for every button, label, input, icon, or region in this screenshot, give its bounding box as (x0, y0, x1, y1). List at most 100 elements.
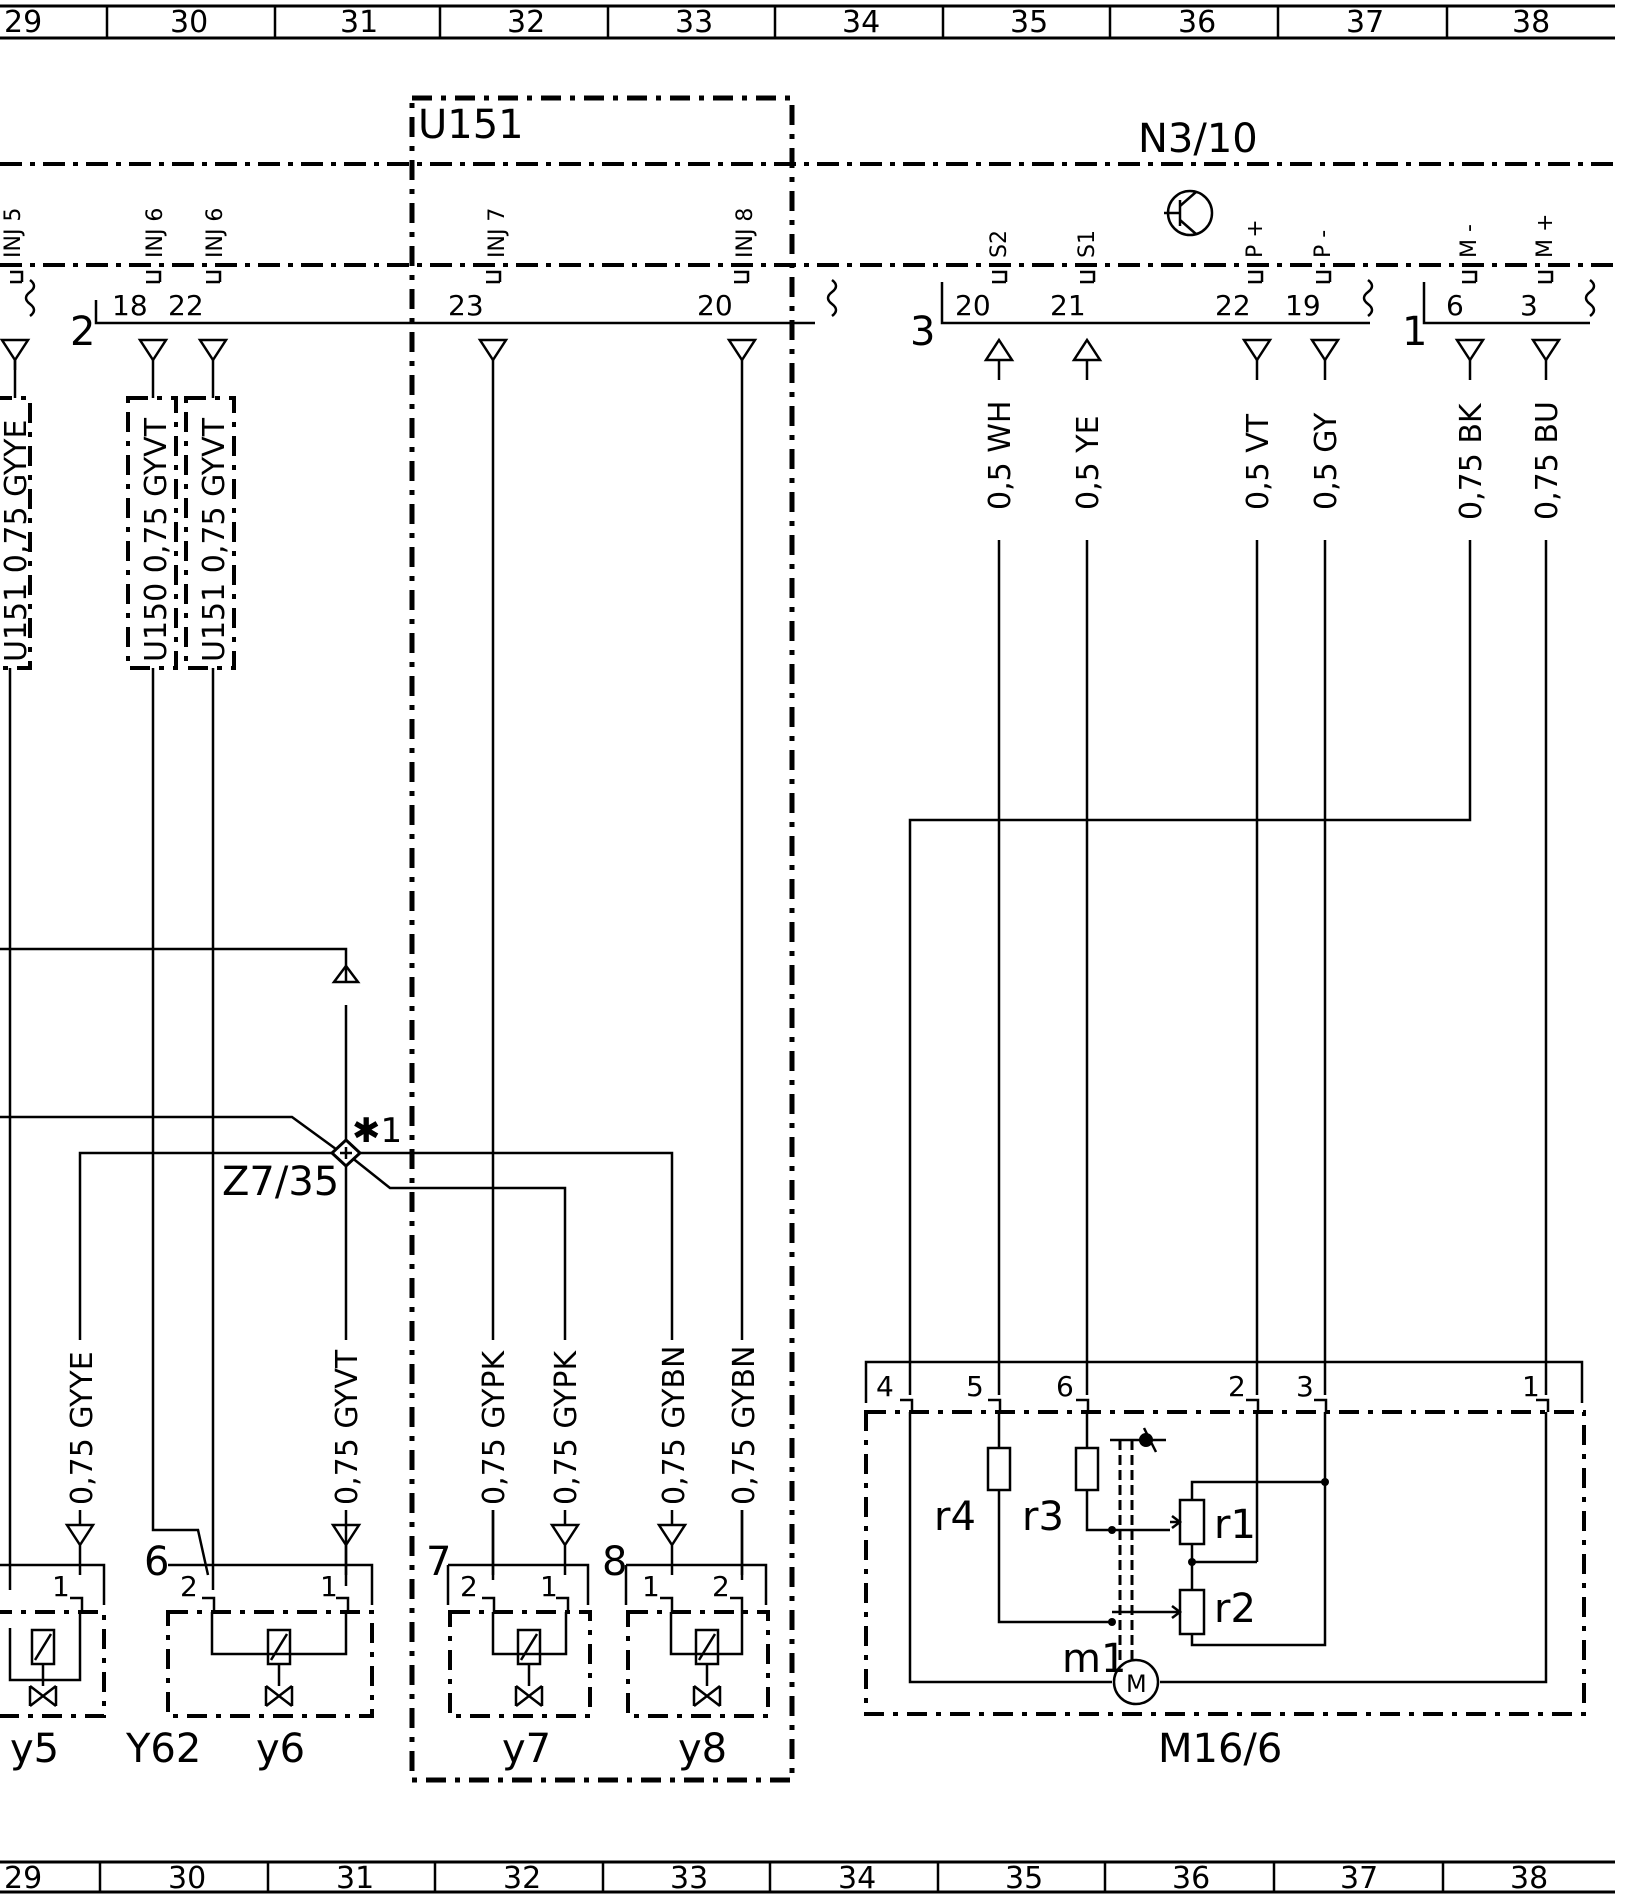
injector-y6: 6 2 1 Y62 y6 (125, 1539, 374, 1772)
upper-wire-labels: 0,5 WH 0,5 YE 0,5 VT 0,5 GY 0,75 BK 0,75… (982, 380, 1565, 540)
y8-label: y8 (678, 1726, 727, 1772)
r1-label: r1 (1214, 1502, 1256, 1548)
boxed-wire-label: U151 0,75 GYVT (197, 417, 232, 662)
m16-6-pin: 1 (1522, 1370, 1540, 1403)
module-outlines: U151 N3/10 (0, 95, 1615, 1783)
wire-label: 0,5 YE (1071, 415, 1106, 510)
ruler-bottom-33: 33 (670, 1861, 708, 1896)
wire-label: 0,75 GYBN (727, 1346, 762, 1505)
pin-signal: S1 (1075, 230, 1100, 258)
r3-label: r3 (1022, 1494, 1064, 1540)
pin-signal: INJ 5 (1, 208, 26, 258)
ruler-top-31: 31 (340, 5, 378, 40)
injector-y8: 8 1 2 y8 (602, 1539, 770, 1772)
ruler-bottom-36: 36 (1172, 1861, 1210, 1896)
connector-2-label: 2 (70, 309, 95, 355)
wire-label: 0,5 WH (983, 401, 1018, 510)
n3-10-label: N3/10 (1138, 116, 1258, 162)
pin-number: 18 (112, 289, 148, 322)
y6-label: y6 (256, 1726, 305, 1772)
u151-box (409, 95, 795, 1783)
r4-label: r4 (934, 1494, 976, 1540)
y6-connector: 6 (144, 1539, 169, 1585)
y62-label: Y62 (125, 1726, 201, 1772)
m1-label: m1 (1062, 1636, 1126, 1682)
ruler-bottom-30: 30 (168, 1861, 206, 1896)
ruler-bottom-29: 29 (4, 1861, 42, 1896)
ruler-top-36: 36 (1178, 5, 1216, 40)
boxed-wire-refs: U151 0,75 GYYE U150 0,75 GYVT U151 0,75 … (0, 396, 236, 670)
wire-label: 0,75 GYPK (477, 1349, 512, 1505)
resistor-r3 (1074, 1446, 1100, 1492)
transistor-icon (1164, 189, 1214, 237)
ruler-top-32: 32 (507, 5, 545, 40)
ruler-bottom-31: 31 (336, 1861, 374, 1896)
connector-2-bar (94, 300, 815, 325)
wire-label: 0,75 BU (1530, 401, 1565, 520)
injector-y7: 7 2 1 y7 (426, 1539, 592, 1772)
pin-signal: P + (1243, 219, 1268, 258)
pin-signal: INJ 6 (143, 208, 168, 258)
pin-number: 6 (1446, 289, 1464, 322)
pin-number: 21 (1050, 289, 1086, 322)
ruler-bottom-35: 35 (1005, 1861, 1043, 1896)
pin-signal: S2 (987, 230, 1012, 258)
y8-connector: 8 (602, 1539, 627, 1585)
y7-pin-2: 2 (460, 1570, 478, 1603)
wire-label: 0,5 VT (1241, 413, 1276, 510)
injector-y5: 1 y5 (0, 1563, 106, 1772)
pin-number: 20 (955, 289, 991, 322)
wire-label: 0,75 GYYE (65, 1351, 100, 1505)
y7-pin-1: 1 (540, 1570, 558, 1603)
m16-6-label: M16/6 (1158, 1726, 1282, 1772)
connector-3-label: 3 (910, 309, 935, 355)
ruler-top-35: 35 (1010, 5, 1048, 40)
ruler-bottom-34: 34 (838, 1861, 876, 1896)
pin-signal: P - (1311, 230, 1336, 258)
y6-pin-2: 2 (180, 1570, 198, 1603)
pin-number: 23 (448, 289, 484, 322)
resistor-r2 (1178, 1588, 1206, 1636)
pin-signal: M + (1533, 214, 1558, 258)
m16-6-pin: 2 (1228, 1370, 1246, 1403)
r2-label: r2 (1214, 1586, 1256, 1632)
u151-label: U151 (418, 102, 524, 148)
ruler-top-29: 29 (4, 5, 42, 40)
ruler-top-30: 30 (170, 5, 208, 40)
pin-number: 22 (1215, 289, 1251, 322)
pin-stubs (10, 270, 1554, 284)
pin-signal: INJ 8 (733, 208, 758, 258)
wire-label: 0,5 GY (1309, 412, 1344, 510)
y5-pin-1: 1 (52, 1570, 70, 1603)
z7-35-label: Z7/35 (222, 1159, 339, 1205)
ruler-bottom-37: 37 (1340, 1861, 1378, 1896)
ruler-top-33: 33 (675, 5, 713, 40)
pin-number: 22 (168, 289, 204, 322)
connector-3-bar (940, 282, 1370, 325)
motor-m1 (1112, 1658, 1160, 1706)
ruler-top-34: 34 (842, 5, 880, 40)
lower-wire-labels: 0,75 GYYE 0,75 GYVT 0,75 GYPK 0,75 GYPK … (63, 1340, 762, 1510)
wire-label: 0,75 GYVT (330, 1349, 365, 1505)
top-ruler: 29 30 31 32 33 34 35 36 37 38 (0, 4, 1615, 40)
wires: Z7/35 ✱1 (0, 360, 1548, 1590)
m16-6-pin-stubs (900, 1398, 1550, 1412)
connector-1-bar (1422, 282, 1590, 325)
ruler-bottom-32: 32 (503, 1861, 541, 1896)
y8-pin-1: 1 (642, 1570, 660, 1603)
wire-label: 0,75 GYPK (549, 1349, 584, 1505)
y7-label: y7 (502, 1726, 551, 1772)
ecu-pin-column: INJ 5 INJ 6 INJ 6 INJ 7 INJ 8 S2 S1 P + … (1, 208, 1596, 355)
wire-label: 0,75 GYBN (657, 1346, 692, 1505)
y8-pin-2: 2 (712, 1570, 730, 1603)
m16-6-pin: 5 (966, 1370, 984, 1403)
m16-6-actuator: 4 5 6 2 3 1 (864, 1360, 1586, 1772)
ruler-bottom-38: 38 (1510, 1861, 1548, 1896)
resistor-r4 (986, 1446, 1012, 1492)
pin-number: 3 (1520, 289, 1538, 322)
resistor-r1 (1178, 1498, 1206, 1546)
pin-signal: M - (1457, 224, 1482, 258)
connector-1-label: 1 (1402, 309, 1427, 355)
wire-label: 0,75 BK (1454, 402, 1489, 520)
m16-6-pin: 6 (1056, 1370, 1074, 1403)
